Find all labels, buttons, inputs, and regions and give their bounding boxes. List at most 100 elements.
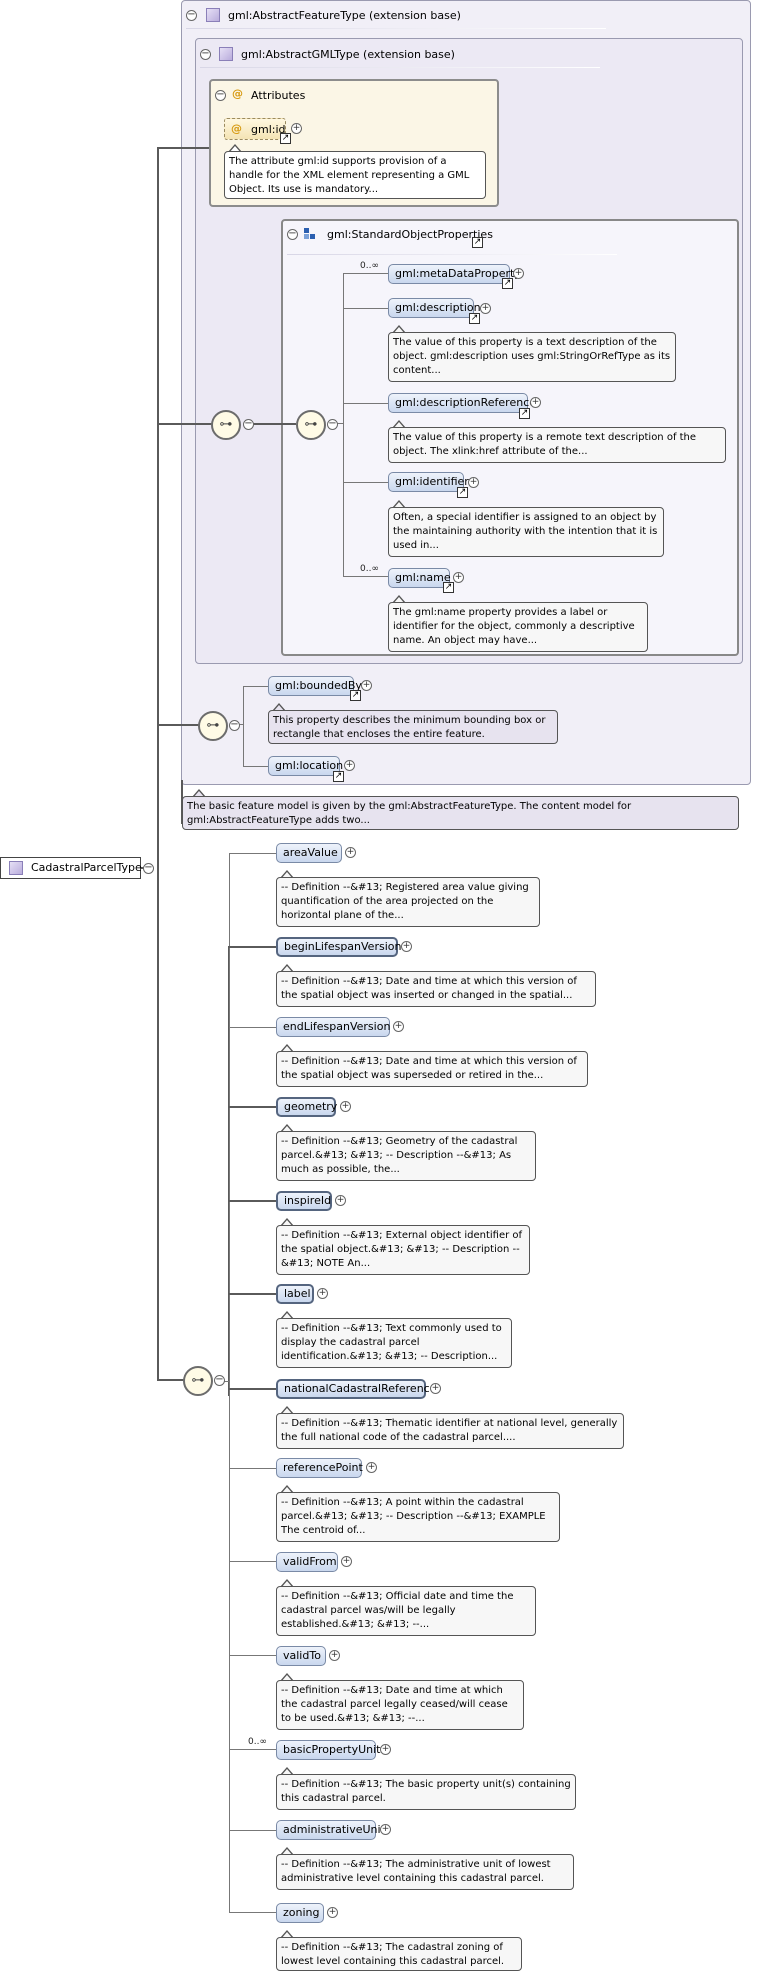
expand-plus-icon[interactable]: + xyxy=(380,1744,391,1755)
attribute-gml-id-label: gml:id xyxy=(251,123,286,136)
connector-line xyxy=(229,1655,276,1656)
connector-line xyxy=(157,147,159,1381)
connector-line xyxy=(343,482,388,483)
collapse-toggle[interactable]: − xyxy=(327,418,338,430)
element-referencepoint[interactable]: referencePoint xyxy=(276,1458,363,1478)
expand-plus-icon[interactable]: + xyxy=(340,1101,351,1112)
note-pointer xyxy=(392,595,406,604)
expand-plus-icon[interactable]: + xyxy=(393,1021,404,1032)
element-endlifespanversion-note: -- Definition --&#13; Date and time at w… xyxy=(276,1051,588,1087)
sequence-compositor-icon[interactable]: ⊶ xyxy=(198,711,228,741)
expand-plus-icon[interactable]: + xyxy=(366,1462,377,1473)
expand-plus-icon[interactable]: + xyxy=(513,268,524,279)
reference-arrow-icon[interactable]: ↗ xyxy=(469,313,480,324)
cardinality-label: 0..∞ xyxy=(360,261,379,271)
expand-plus-icon[interactable]: + xyxy=(361,680,372,691)
expand-plus-icon[interactable]: + xyxy=(344,760,355,771)
note-pointer xyxy=(392,325,406,334)
connector-line xyxy=(229,946,276,948)
element-basicpropertyunit[interactable]: basicPropertyUnit xyxy=(276,1740,381,1760)
note-pointer xyxy=(392,500,406,509)
element-endlifespanversion[interactable]: endLifespanVersion xyxy=(276,1017,390,1037)
element-gml-name[interactable]: gml:name xyxy=(388,568,451,588)
reference-arrow-icon[interactable]: ↗ xyxy=(280,133,291,144)
connector-line xyxy=(243,686,244,766)
connector-line xyxy=(343,576,388,577)
reference-arrow-icon[interactable]: ↗ xyxy=(350,690,361,701)
expand-plus-icon[interactable]: + xyxy=(430,1383,441,1394)
element-beginlifespanversion-note: -- Definition --&#13; Date and time at w… xyxy=(276,971,596,1007)
expand-plus-icon[interactable]: + xyxy=(480,303,491,314)
connector-line xyxy=(243,686,268,687)
element-geometry-note: -- Definition --&#13; Geometry of the ca… xyxy=(276,1131,536,1181)
expand-plus-icon[interactable]: + xyxy=(453,572,464,583)
expand-plus-icon[interactable]: + xyxy=(291,123,302,134)
abstract-feature-type-note: The basic feature model is given by the … xyxy=(182,796,739,830)
element-gml-location[interactable]: gml:location xyxy=(268,756,343,776)
sequence-compositor-icon[interactable]: ⊶ xyxy=(296,410,326,440)
element-gml-identifier[interactable]: gml:identifier xyxy=(388,472,469,492)
note-pointer xyxy=(280,1930,294,1939)
complex-type-icon xyxy=(219,47,233,61)
element-geometry[interactable]: geometry xyxy=(276,1097,337,1117)
element-validfrom[interactable]: validFrom xyxy=(276,1552,338,1572)
connector-line xyxy=(229,1200,276,1202)
collapse-toggle[interactable]: − xyxy=(200,48,211,60)
note-pointer xyxy=(280,964,294,973)
reference-arrow-icon[interactable]: ↗ xyxy=(472,237,483,248)
expand-plus-icon[interactable]: + xyxy=(530,397,541,408)
element-validto[interactable]: validTo xyxy=(276,1646,326,1666)
expand-plus-icon[interactable]: + xyxy=(468,477,479,488)
element-gml-boundedby[interactable]: gml:boundedBy xyxy=(268,676,362,696)
expand-plus-icon[interactable]: + xyxy=(345,847,356,858)
collapse-toggle[interactable]: − xyxy=(215,89,226,101)
collapse-toggle[interactable]: − xyxy=(287,228,298,240)
expand-plus-icon[interactable]: + xyxy=(329,1650,340,1661)
element-label[interactable]: label xyxy=(276,1284,314,1304)
connector-line xyxy=(238,724,243,725)
cardinality-label: 0..∞ xyxy=(360,564,379,574)
title-divider xyxy=(200,67,600,68)
collapse-toggle[interactable]: − xyxy=(186,9,197,21)
cardinality-label: 0..∞ xyxy=(248,1737,267,1747)
element-label-note: -- Definition --&#13; Text commonly used… xyxy=(276,1318,512,1368)
element-inspireid[interactable]: inspireId xyxy=(276,1191,332,1211)
element-nationalcadastralreference[interactable]: nationalCadastralReference xyxy=(276,1379,436,1399)
collapse-toggle[interactable]: − xyxy=(243,418,254,430)
sequence-compositor-icon[interactable]: ⊶ xyxy=(211,410,241,440)
collapse-toggle[interactable]: − xyxy=(143,862,154,874)
element-beginlifespanversion[interactable]: beginLifespanVersion xyxy=(276,937,401,957)
note-pointer xyxy=(280,1406,294,1415)
expand-plus-icon[interactable]: + xyxy=(327,1907,338,1918)
element-gml-metadataproperty[interactable]: gml:metaDataProperty xyxy=(388,264,521,284)
attribute-gml-id[interactable]: @ gml:id xyxy=(224,118,286,140)
collapse-toggle[interactable]: − xyxy=(214,1374,225,1386)
element-zoning-note: -- Definition --&#13; The cadastral zoni… xyxy=(276,1937,522,1971)
connector-line xyxy=(229,1912,276,1913)
element-administrativeunit[interactable]: administrativeUnit xyxy=(276,1820,385,1840)
element-gml-description-note: The value of this property is a text des… xyxy=(388,332,676,382)
element-gml-description[interactable]: gml:description xyxy=(388,298,481,318)
reference-arrow-icon[interactable]: ↗ xyxy=(457,487,468,498)
expand-plus-icon[interactable]: + xyxy=(341,1556,352,1567)
expand-plus-icon[interactable]: + xyxy=(401,941,412,952)
connector-line xyxy=(157,423,212,425)
sequence-compositor-icon[interactable]: ⊶ xyxy=(183,1366,213,1396)
element-areavalue[interactable]: areaValue xyxy=(276,843,342,863)
element-zoning[interactable]: zoning xyxy=(276,1903,324,1923)
element-gml-name-note: The gml:name property provides a label o… xyxy=(388,602,648,652)
expand-plus-icon[interactable]: + xyxy=(335,1195,346,1206)
collapse-toggle[interactable]: − xyxy=(229,719,240,731)
reference-arrow-icon[interactable]: ↗ xyxy=(519,408,530,419)
element-gml-descriptionreference[interactable]: gml:descriptionReference xyxy=(388,393,536,413)
root-element-cadastral-parcel-type[interactable]: CadastralParcelType xyxy=(0,857,142,879)
connector-line xyxy=(157,724,199,726)
expand-plus-icon[interactable]: + xyxy=(317,1288,328,1299)
reference-arrow-icon[interactable]: ↗ xyxy=(443,582,454,593)
expand-plus-icon[interactable]: + xyxy=(380,1824,391,1835)
reference-arrow-icon[interactable]: ↗ xyxy=(502,278,513,289)
note-pointer xyxy=(280,1311,294,1320)
connector-line xyxy=(343,273,344,576)
note-pointer xyxy=(280,1579,294,1588)
reference-arrow-icon[interactable]: ↗ xyxy=(333,771,344,782)
